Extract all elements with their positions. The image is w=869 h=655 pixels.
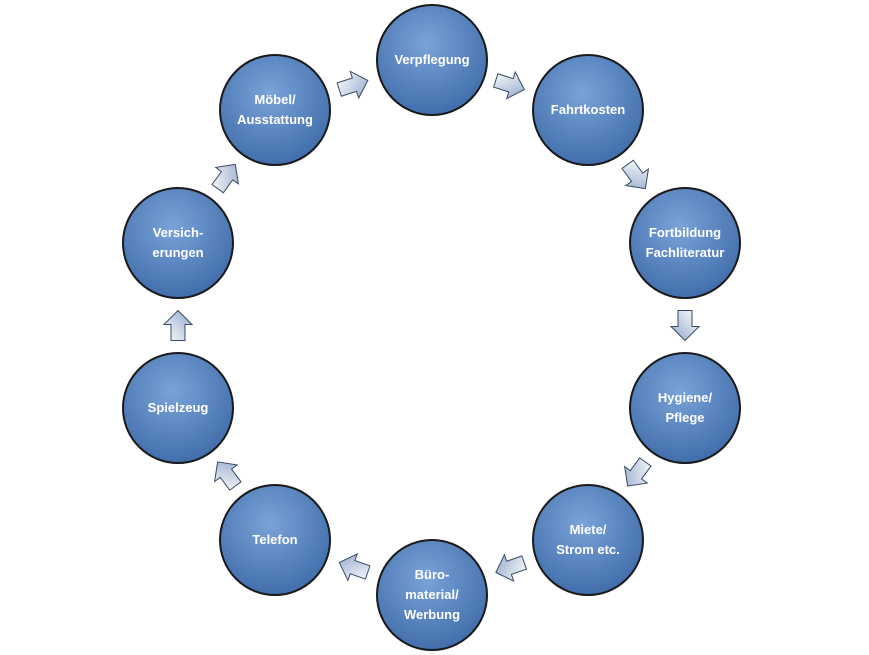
node-label: Fortbildung — [649, 225, 721, 240]
node-label: material/ — [405, 587, 459, 602]
node-circle — [219, 54, 331, 166]
cycle-arrow — [495, 553, 528, 583]
cycle-arrow — [211, 163, 240, 194]
node-label: erungen — [152, 245, 203, 260]
node-circle — [122, 187, 234, 299]
node-label: Spielzeug — [148, 400, 209, 415]
node-label: Strom etc. — [556, 542, 620, 557]
node-circle — [376, 4, 488, 116]
cycle-arrow — [338, 552, 371, 582]
node-label: Ausstattung — [237, 112, 313, 127]
cycle-arrow — [621, 159, 650, 190]
node-circle — [122, 352, 234, 464]
node-label: Telefon — [252, 532, 297, 547]
cycle-arrow — [492, 70, 525, 100]
node-moebel: Möbel/Ausstattung — [219, 54, 331, 166]
node-label: Hygiene/ — [658, 390, 713, 405]
node-circle — [532, 484, 644, 596]
node-spielzeug: Spielzeug — [122, 352, 234, 464]
node-label: Versich- — [153, 225, 204, 240]
node-label: Möbel/ — [254, 92, 296, 107]
node-fahrtkosten: Fahrtkosten — [532, 54, 644, 166]
node-circle — [629, 352, 741, 464]
cycle-arrow — [623, 457, 652, 487]
node-label: Werbung — [404, 607, 460, 622]
node-telefon: Telefon — [219, 484, 331, 596]
cycle-arrow — [669, 310, 701, 342]
node-buero: Büro-material/Werbung — [376, 539, 488, 651]
cycle-arrow — [213, 461, 242, 491]
node-label: Pflege — [665, 410, 704, 425]
node-label: Fahrtkosten — [551, 102, 625, 117]
node-hygiene: Hygiene/Pflege — [629, 352, 741, 464]
node-label: Verpflegung — [394, 52, 469, 67]
node-versicherungen: Versich-erungen — [122, 187, 234, 299]
node-label: Miete/ — [570, 522, 607, 537]
node-circle — [376, 539, 488, 651]
node-miete: Miete/Strom etc. — [532, 484, 644, 596]
node-circle — [219, 484, 331, 596]
cycle-arrow — [162, 309, 194, 341]
node-label: Büro- — [415, 567, 450, 582]
cycle-arrow — [336, 70, 369, 100]
node-label: Fachliteratur — [646, 245, 725, 260]
node-circle — [629, 187, 741, 299]
node-circle — [532, 54, 644, 166]
node-verpflegung: Verpflegung — [376, 4, 488, 116]
